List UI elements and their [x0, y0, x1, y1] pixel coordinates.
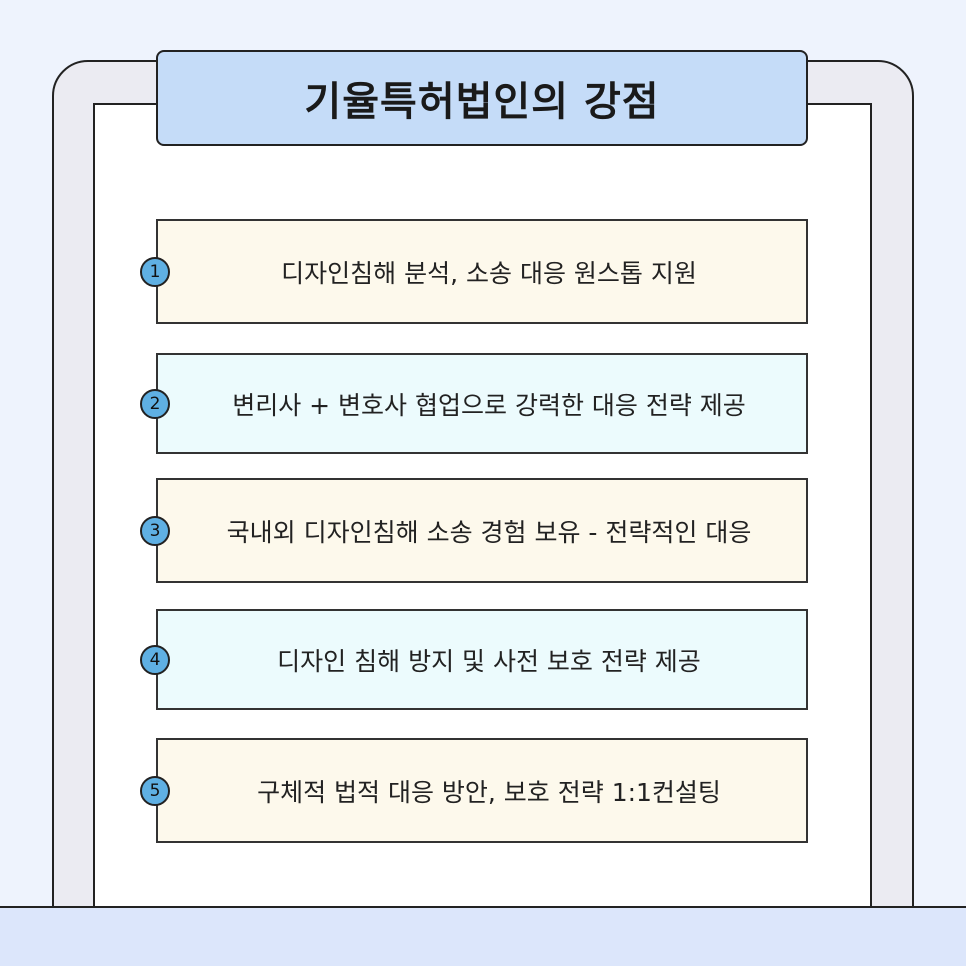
strength-text: 구체적 법적 대응 방안, 보호 전략 1:1컨설팅 [257, 777, 721, 807]
title-banner: 기율특허법인의 강점 [156, 50, 808, 146]
page-title: 기율특허법인의 강점 [304, 79, 660, 125]
number-badge: 5 [140, 775, 170, 806]
number-badge: 4 [140, 644, 170, 675]
strength-item-3: 3 국내외 디자인침해 소송 경험 보유 - 전략적인 대응 [140, 478, 808, 583]
number-badge: 3 [140, 515, 170, 546]
strength-text: 디자인침해 분석, 소송 대응 원스톱 지원 [281, 258, 697, 288]
strength-text: 국내외 디자인침해 소송 경험 보유 - 전략적인 대응 [226, 517, 752, 547]
strength-text: 디자인 침해 방지 및 사전 보호 전략 제공 [277, 646, 701, 676]
strength-text: 변리사 + 변호사 협업으로 강력한 대응 전략 제공 [232, 390, 746, 420]
strength-item-2: 2 변리사 + 변호사 협업으로 강력한 대응 전략 제공 [140, 353, 808, 454]
number-badge: 1 [140, 256, 170, 287]
strength-item-5: 5 구체적 법적 대응 방안, 보호 전략 1:1컨설팅 [140, 738, 808, 843]
strength-item-4: 4 디자인 침해 방지 및 사전 보호 전략 제공 [140, 609, 808, 710]
number-badge: 2 [140, 388, 170, 419]
bottom-band [0, 906, 966, 966]
strength-item-1: 1 디자인침해 분석, 소송 대응 원스톱 지원 [140, 219, 808, 324]
